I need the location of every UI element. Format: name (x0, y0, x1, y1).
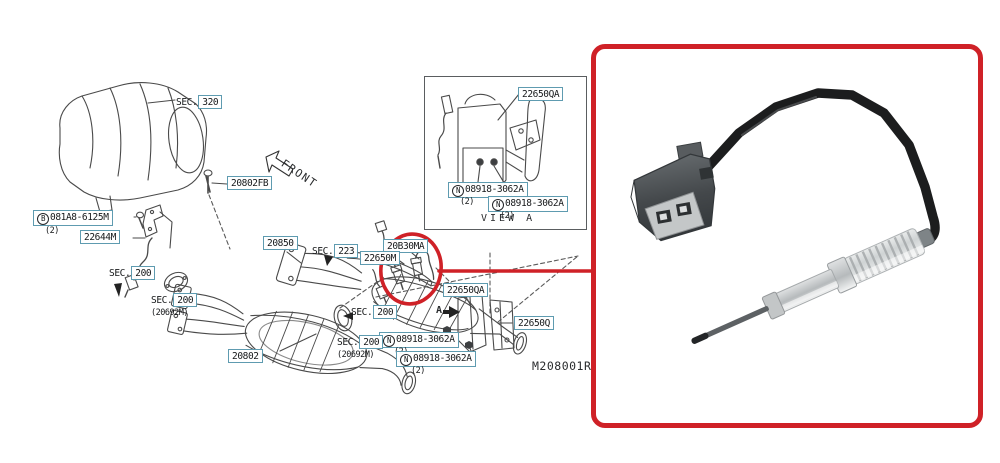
nut-qty: (2) (500, 211, 514, 221)
bolt-icon-20802fb (203, 169, 231, 250)
nut-symbol: N (383, 335, 395, 347)
label-20802fb: 20802FB (227, 176, 273, 190)
label-22650m: 22650M (360, 251, 400, 265)
label-sec-320: SEC.320 (176, 95, 223, 109)
view-a-inset-frame (424, 76, 587, 230)
label-20850: 20850 (263, 236, 298, 250)
label-22650qa-main: 22650QA (443, 283, 489, 297)
nut-qty: (2) (460, 197, 474, 207)
label-20802: 20802 (228, 349, 263, 363)
label-sec-200-left: SEC.200 (109, 266, 156, 280)
label-20b30ma: 20B30MA (383, 239, 429, 253)
front-arrow-icon (265, 150, 294, 177)
sensor-connector (630, 141, 716, 242)
bolt-symbol: B (37, 213, 49, 225)
bolt-qty: (2) (45, 226, 59, 236)
a-marker-arrow-icon (443, 306, 460, 318)
label-sec-200-right: SEC.200 (351, 305, 398, 319)
label-22644m: 22644M (80, 230, 120, 244)
bracket-22644m-drawing (132, 204, 173, 249)
nut-symbol: N (492, 199, 504, 211)
part-photo-panel (591, 44, 983, 428)
sensor-probe-body (691, 228, 935, 344)
exhaust-temp-sensor-photo (630, 88, 940, 344)
drawing-number: M208001R (532, 359, 592, 373)
view-a-title: VIEW A (481, 213, 536, 224)
label-sec-200-20692m-right: SEC.200 (337, 335, 384, 349)
label-sec-223: SEC.223 (312, 244, 359, 258)
sensor-cable (703, 88, 940, 244)
label-22650q: 22650Q (514, 316, 554, 330)
nut-symbol: N (400, 354, 412, 366)
gasket-ring (163, 271, 189, 293)
label-22650qa-inset: 22650QA (518, 87, 564, 101)
label-20692m-sub-left: (20692M) (151, 308, 188, 318)
a-marker-label: A (436, 305, 443, 316)
sec200-arrow-icon (343, 312, 353, 320)
label-sec-200-20692m-left: SEC.200 (151, 293, 198, 307)
label-20692m-sub-right: (20692M) (337, 350, 374, 360)
transmission-drawing (58, 82, 208, 213)
sec223-arrow-icon (324, 255, 333, 266)
nut-symbol: N (452, 185, 464, 197)
lower-manifold-drawing (166, 283, 417, 395)
nut-qty: (2) (411, 366, 425, 376)
